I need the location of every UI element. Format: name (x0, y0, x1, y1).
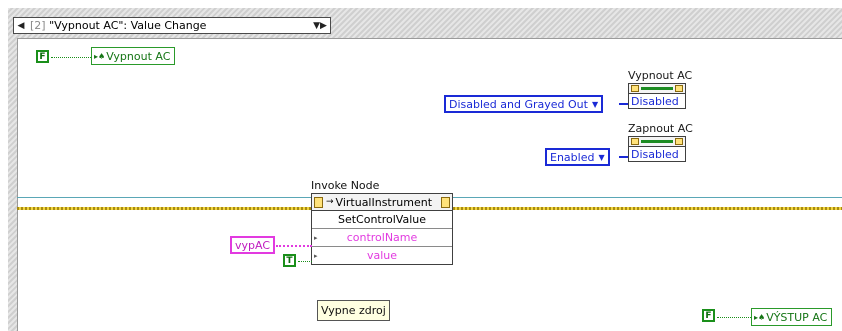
dropdown-arrow-icon: ▼ (598, 152, 605, 162)
local-variable-name: Vypnout AC (106, 49, 171, 63)
false-constant[interactable]: F (702, 309, 715, 322)
decrement-case-arrow-icon[interactable]: ◀ (17, 20, 25, 31)
boolean-wire (298, 261, 312, 262)
event-case-selector[interactable]: ◀ [2] "Vypnout AC": Value Change ▼▶ (13, 17, 331, 34)
invoke-param-controlname[interactable]: ▸controlName (312, 229, 452, 247)
local-variable-icon: ▸♠ (754, 312, 766, 322)
invoke-node-icon (314, 196, 323, 208)
case-dropdown-arrow-icon[interactable]: ▼▶ (313, 20, 327, 31)
enum-constant-enabled[interactable]: Enabled▼ (545, 148, 610, 166)
property-node-label: Vypnout AC (628, 69, 693, 82)
property-node-label: Zapnout AC (628, 122, 693, 135)
event-case-name: "Vypnout AC": Value Change (49, 19, 207, 32)
event-case-index: [2] (30, 19, 46, 32)
enum-wire (619, 103, 629, 105)
enum-value: Disabled and Grayed Out (449, 97, 588, 111)
invoke-class-name: VirtualInstrument (335, 195, 433, 209)
string-wire (276, 245, 312, 247)
true-constant[interactable]: T (283, 254, 296, 267)
event-case-label: [2] "Vypnout AC": Value Change (28, 19, 310, 32)
invoke-node-header: →VirtualInstrument (312, 194, 452, 211)
free-label-comment[interactable]: Vypne zdroj (317, 300, 390, 321)
invoke-node-title: Invoke Node (311, 179, 380, 192)
local-variable-icon: ▸♠ (94, 51, 106, 61)
boolean-wire (51, 57, 91, 58)
invoke-node[interactable]: →VirtualInstrument SetControlValue ▸cont… (311, 193, 453, 265)
property-node-icon (629, 84, 685, 94)
enum-constant-disabled-grayed[interactable]: Disabled and Grayed Out▼ (444, 95, 604, 113)
local-variable-vystup-ac[interactable]: ▸♠VÝSTUP AC (751, 308, 833, 326)
property-node-value: Disabled (631, 147, 679, 161)
property-node-vypnout-ac[interactable]: Disabled (628, 83, 686, 109)
invoke-node-icon (441, 196, 450, 208)
event-structure-diagram (17, 38, 842, 331)
property-node-icon (629, 137, 685, 147)
enum-wire (619, 156, 629, 158)
property-node-zapnout-ac[interactable]: Disabled (628, 136, 686, 162)
invoke-param-value[interactable]: ▸value (314, 249, 398, 262)
local-variable-name: VÝSTUP AC (766, 310, 828, 324)
invoke-method[interactable]: SetControlValue (312, 211, 452, 229)
local-variable-vypnout-ac[interactable]: ▸♠Vypnout AC (91, 47, 176, 65)
boolean-wire (717, 317, 751, 318)
param-label: value (366, 249, 398, 262)
param-label: controlName (346, 231, 418, 244)
property-node-value: Disabled (631, 94, 679, 108)
event-structure-border-left (8, 8, 17, 331)
dropdown-arrow-icon: ▼ (591, 99, 599, 109)
string-constant-vypac[interactable]: vypAC (230, 236, 276, 254)
false-constant[interactable]: F (36, 50, 49, 63)
enum-value: Enabled (550, 150, 595, 164)
